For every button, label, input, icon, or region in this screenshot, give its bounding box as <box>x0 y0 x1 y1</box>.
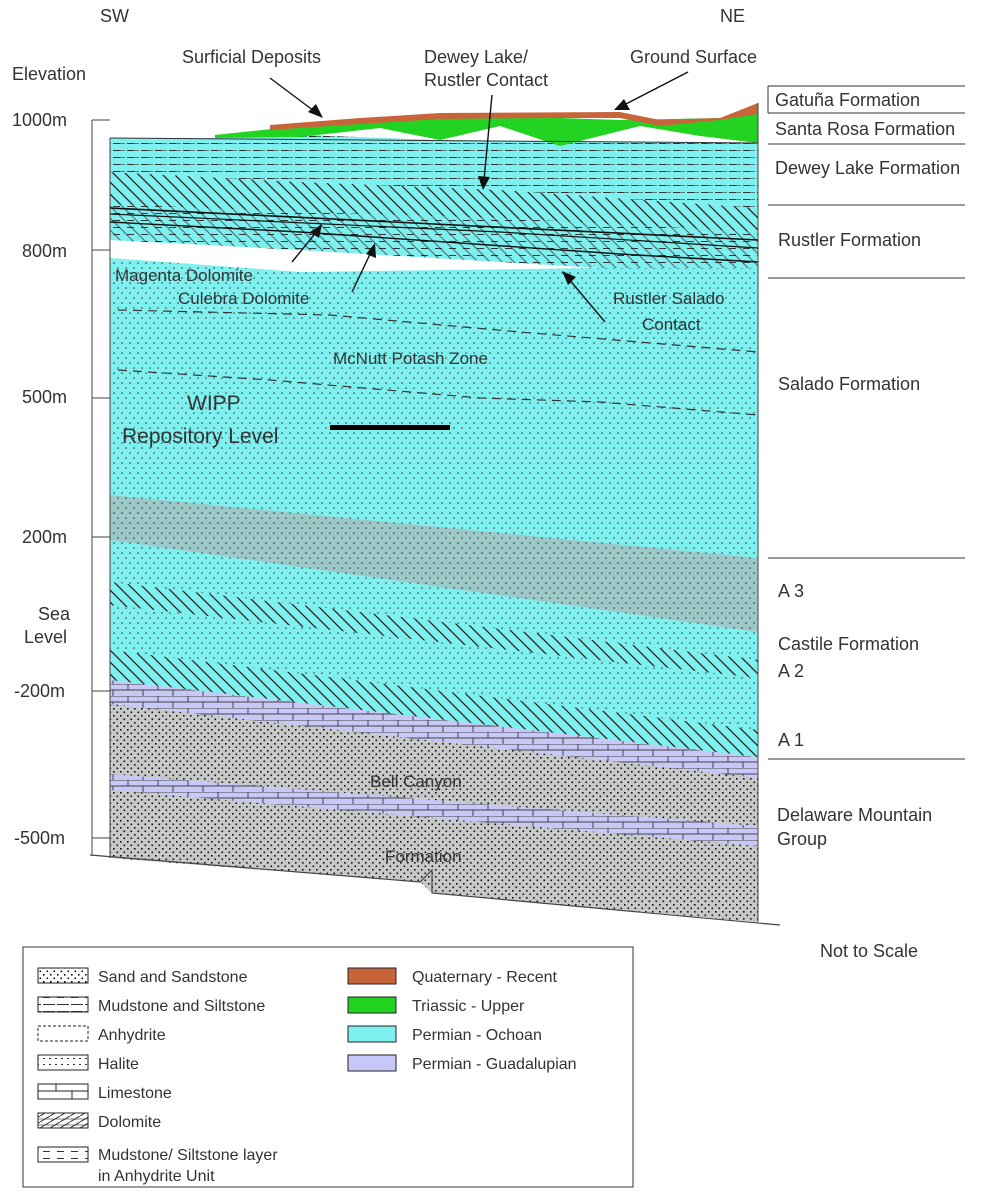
mcnutt-upper-dashed <box>117 309 759 353</box>
legend-label: Halite <box>98 1056 139 1073</box>
legend-label: Mudstone and Siltstone <box>98 998 265 1015</box>
legend-label: Permian - Guadalupian <box>412 1056 577 1073</box>
legend-label: Anhydrite <box>98 1027 166 1044</box>
legend-box <box>22 946 634 1188</box>
wipp-repository-bar <box>330 425 450 430</box>
legend-label: Quaternary - Recent <box>412 969 558 986</box>
rustler-salado-label: Rustler Salado <box>613 289 725 308</box>
tick-label: -500m <box>14 828 65 848</box>
formation-label: A 3 <box>778 581 804 601</box>
callouts: Surficial Deposits Dewey Lake/ Rustler C… <box>115 47 757 866</box>
elevation-axis: Elevation 1000m 800m 500m 200m Sea Level… <box>12 64 110 855</box>
anhydrite-swatch <box>37 1025 89 1042</box>
orientation-left: SW <box>100 6 129 26</box>
wipp-label: WIPP <box>187 392 241 415</box>
dewey-rustler-label: Rustler Contact <box>424 70 548 90</box>
mcnutt-lower-dashed <box>117 369 759 416</box>
legend-label: Permian - Ochoan <box>412 1027 542 1044</box>
formation-label: Formation <box>385 847 462 866</box>
quaternary-layer <box>270 103 758 130</box>
tick-label: 1000m <box>12 110 67 130</box>
magenta-dolomite-label: Magenta Dolomite <box>115 266 253 285</box>
wipp-label: Repository Level <box>122 425 278 448</box>
formation-label: A 2 <box>778 661 804 681</box>
legend-label: Triassic - Upper <box>412 998 525 1015</box>
ground-surface-label: Ground Surface <box>630 47 757 67</box>
formation-column: Gatuña Formation Santa Rosa Formation De… <box>767 85 965 961</box>
tick-label: 200m <box>22 527 67 547</box>
section-base-line <box>89 854 781 926</box>
formation-label: Santa Rosa Formation <box>775 119 955 139</box>
legend-label: Sand and Sandstone <box>98 969 248 986</box>
tick-label: -200m <box>14 681 65 701</box>
formation-label: Salado Formation <box>778 374 920 394</box>
rustler-salado-label: Contact <box>642 315 701 334</box>
surficial-deposits-label: Surficial Deposits <box>182 47 321 67</box>
ochoan-swatch <box>347 1025 397 1043</box>
formation-label: Gatuña Formation <box>775 90 920 110</box>
mcnutt-label: McNutt Potash Zone <box>333 349 488 368</box>
formation-label: Dewey Lake Formation <box>775 158 960 178</box>
sea-level-label: Level <box>24 627 67 647</box>
formation-label: Rustler Formation <box>778 230 921 250</box>
axis-title: Elevation <box>12 64 86 84</box>
quaternary-swatch <box>347 967 397 985</box>
tick-label: 500m <box>22 387 67 407</box>
strata <box>89 103 781 926</box>
legend: Sand and Sandstone Mudstone and Siltston… <box>22 946 634 1188</box>
formation-label: Delaware Mountain <box>777 805 932 825</box>
legend-label: in Anhydrite Unit <box>98 1168 215 1185</box>
dewey-rustler-label: Dewey Lake/ <box>424 47 528 67</box>
guadalupian-swatch <box>347 1054 397 1072</box>
legend-label: Mudstone/ Siltstone layer <box>98 1147 278 1164</box>
tick-label: 800m <box>22 241 67 261</box>
triassic-layer <box>215 112 758 146</box>
orientation-right: NE <box>720 6 745 26</box>
legend-label: Dolomite <box>98 1114 161 1131</box>
culebra-dolomite-label: Culebra Dolomite <box>178 289 309 308</box>
bell-canyon-label: Bell Canyon <box>370 772 462 791</box>
formation-label: A 1 <box>778 730 804 750</box>
formation-label: Castile Formation <box>778 634 919 654</box>
formation-label: Group <box>777 829 827 849</box>
triassic-swatch <box>347 996 397 1014</box>
legend-label: Limestone <box>98 1085 172 1102</box>
sea-level-label: Sea <box>38 604 71 624</box>
scale-note: Not to Scale <box>820 941 918 961</box>
